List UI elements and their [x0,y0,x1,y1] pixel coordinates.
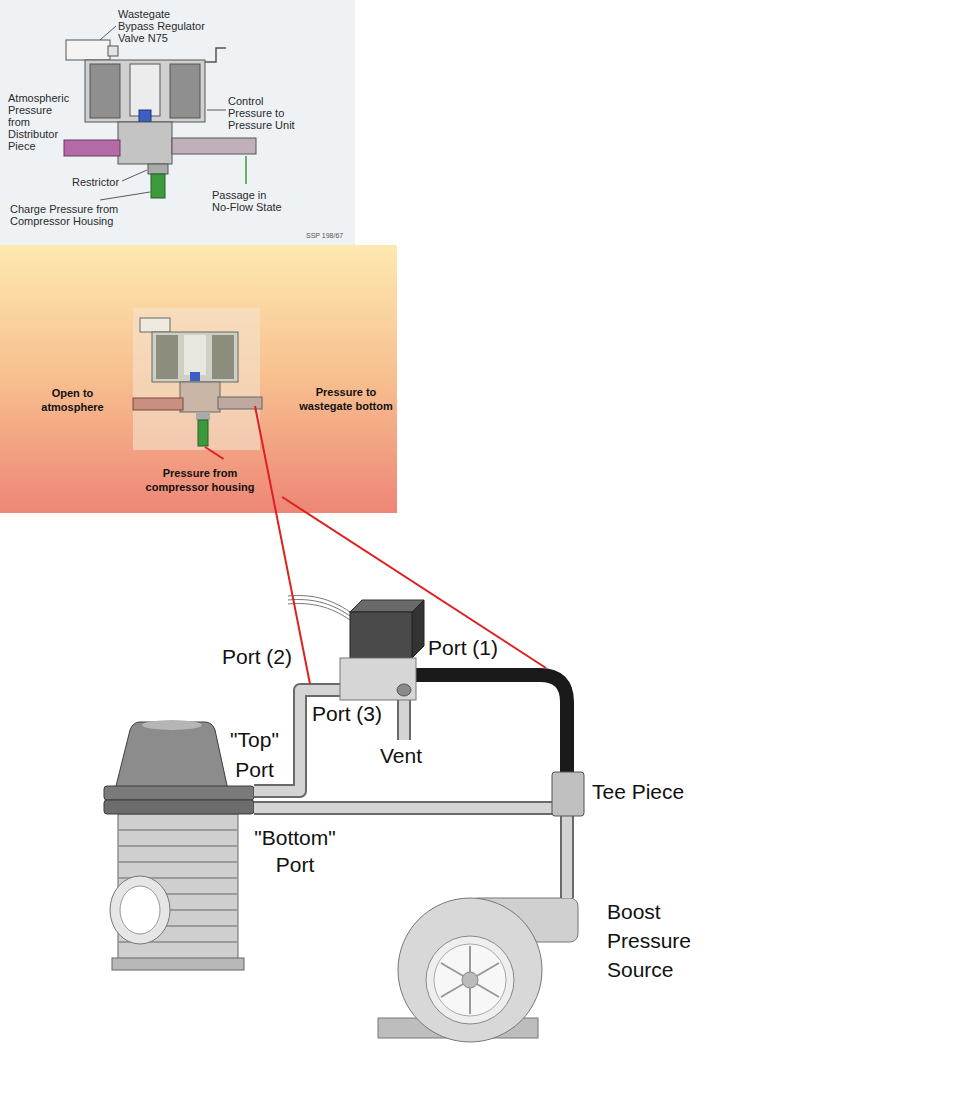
wastegate-outlet [110,876,170,944]
actuator-dome [115,722,228,790]
solenoid-coil [350,600,424,612]
port-label: "Bottom" Port [250,824,340,878]
compressor-hub [462,972,478,988]
compressor-blades [441,946,499,1014]
supply-hose [416,675,567,772]
part-label: Wastegate Bypass Regulator Valve N75 [118,8,207,44]
atmospheric-port [133,398,183,410]
coil-winding [156,335,178,379]
part-label: Vent [380,744,422,768]
port-label: Port (1) [428,636,498,660]
mapping-line [255,406,310,684]
port-label: "Top" Port [222,725,287,785]
plunger-seal [139,110,151,122]
connector-housing [66,40,110,60]
port-label: Pressure to wastegate bottom [298,385,394,413]
part-label: Tee Piece [592,780,684,804]
part-label: Charge Pressure from Compressor Housing [10,203,122,227]
restrictor [148,164,168,174]
solenoid-coil [350,612,412,658]
figure-reference: SSP 198/67 [306,232,343,240]
vent-hose [397,700,411,740]
vent-hose [399,700,409,740]
compressor-inlet [434,944,506,1016]
passage-marker [245,156,247,184]
leader-line [207,110,226,111]
connector-tab [108,46,118,56]
solenoid-core [130,64,160,116]
coil-winding [90,64,120,118]
control-port [172,138,256,154]
restrictor [196,412,210,420]
atmospheric-port [64,140,120,156]
solenoid-body [85,60,205,122]
part-label: Restrictor [72,176,119,188]
boost-hose [560,815,574,898]
solenoid-core [184,335,206,375]
image-inset [133,308,260,450]
bottom-hose [254,803,552,813]
solenoid-body [152,332,238,382]
vent-opening [397,684,411,696]
panel-ground [0,0,355,245]
wastegate-base [112,958,244,970]
port-block [340,658,416,700]
charge-port [198,420,208,446]
bottom-hose [254,801,552,815]
compressor-volute [398,898,542,1042]
coil-winding [212,335,234,379]
valve-body [180,382,220,412]
compressor-inlet [426,936,514,1024]
tee-fitting [552,772,584,816]
leader-line [100,192,150,200]
mapping-line [282,497,546,668]
actuator-cap [142,720,202,730]
leader-line [100,26,116,40]
part-label: Boost Pressure Source [607,897,717,984]
charge-port [151,174,165,198]
boost-hose [562,815,572,898]
panel-ground [0,245,397,513]
actuator-flange [104,786,254,800]
coil-winding [170,64,200,118]
valve-body [118,122,172,164]
solenoid-coil [412,600,424,658]
connector-housing [140,318,170,332]
bellows-ridges [118,830,238,942]
actuator-flange [104,800,254,814]
part-label: Control Pressure to Pressure Unit [228,95,300,131]
mapping-line [205,447,224,459]
wastegate-outlet [120,886,160,934]
mount-bracket [205,48,226,62]
leader-line [122,170,147,181]
plunger-seal [190,372,200,381]
part-label: Atmospheric Pressure from Distributor Pi… [8,92,72,152]
port-label: Open to atmosphere [30,386,115,414]
part-label: Passage in No-Flow State [212,189,284,213]
port-label: Port (3) [312,702,382,726]
port-label: Pressure from compressor housing [135,466,265,494]
port-label: Port (2) [222,645,292,669]
